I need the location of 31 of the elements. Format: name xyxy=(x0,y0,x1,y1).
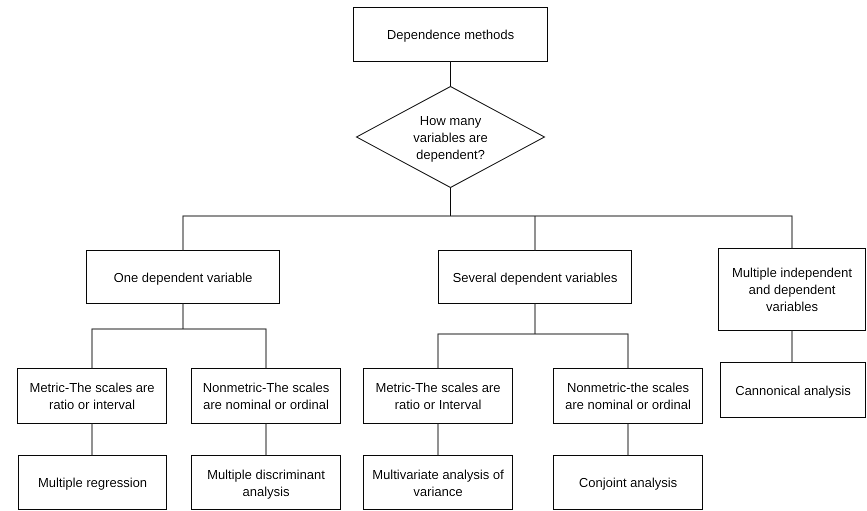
node-text: Dependence methods xyxy=(386,26,514,43)
node-text: Multivariate analysis of variance xyxy=(371,466,505,500)
node-text: Multiple regression xyxy=(38,474,148,491)
node-text: Multiple independent and dependent variables xyxy=(731,264,853,315)
connector-line xyxy=(182,304,266,368)
connector-line xyxy=(534,304,628,368)
decision-diamond xyxy=(356,86,545,188)
process-box xyxy=(553,368,703,424)
node-text: Nonmetric-the scales are nominal or ordinal xyxy=(564,379,692,413)
node-text: Cannonical analysis xyxy=(735,382,851,398)
process-box xyxy=(18,455,167,510)
node-text: Nonmetric-The scales are nominal or ordinal xyxy=(202,379,330,413)
node-text: Several dependent variables xyxy=(452,268,618,286)
node-text: Multiple discriminant analysis xyxy=(206,466,326,500)
process-box xyxy=(553,455,703,510)
process-box xyxy=(718,248,866,331)
process-box xyxy=(191,368,341,424)
process-box xyxy=(363,368,513,424)
node-text: Metric-The scales are ratio or Interval xyxy=(374,379,502,413)
node-text: How many variables are dependent? xyxy=(412,112,489,162)
node-text: Metric-The scales are ratio or interval xyxy=(28,379,156,413)
node-text: Conjoint analysis xyxy=(578,474,678,491)
process-box xyxy=(438,250,632,304)
process-box xyxy=(353,7,548,62)
process-box xyxy=(191,455,341,510)
connector-line xyxy=(450,62,451,86)
node-text: One dependent variable xyxy=(114,268,252,286)
process-box xyxy=(86,250,280,304)
process-box xyxy=(720,362,866,418)
process-box xyxy=(363,455,513,510)
process-box xyxy=(17,368,167,424)
